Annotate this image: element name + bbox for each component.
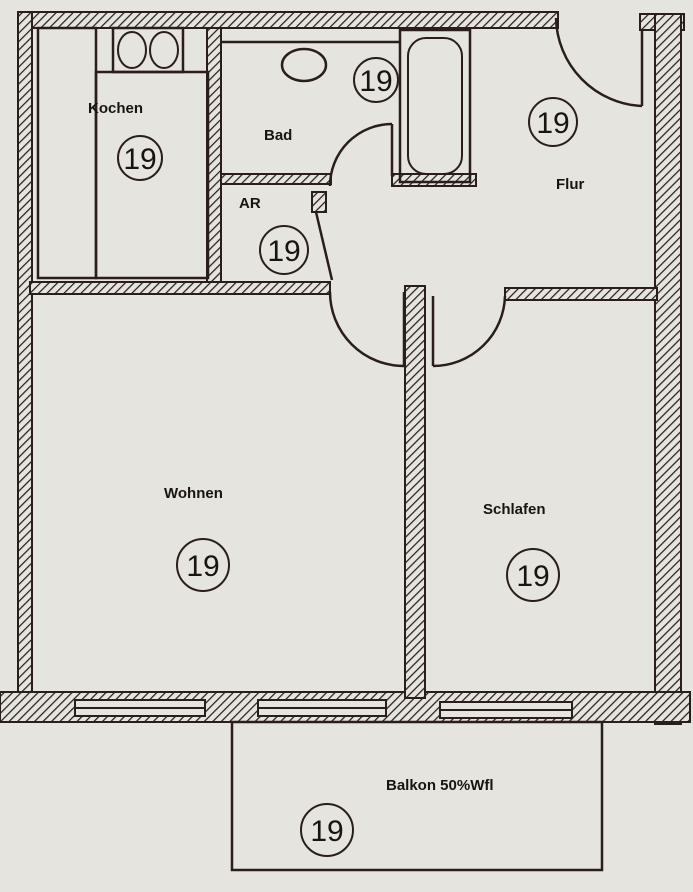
room-number-circle [506,548,560,602]
exterior-walls [0,11,691,725]
bath-fixtures [221,28,472,184]
room-label-wohnen: Wohnen [164,485,223,502]
room-number-kochen: 19 [123,143,156,176]
room-number-bad: 19 [359,65,392,98]
room-number-circle [259,225,309,275]
room-label-flur: Flur [556,176,584,193]
doors [328,17,644,368]
kitchen-counter [36,26,210,280]
room-label-schlafen: Schlafen [483,501,546,518]
room-label-balkon: Balkon 50%Wfl [386,777,494,794]
interior-walls [29,27,658,699]
room-number-circle [176,538,230,592]
room-number-circle [353,57,399,103]
room-number-flur: 19 [536,107,569,140]
room-number-balkon: 19 [310,815,343,848]
room-number-circle [300,803,354,857]
room-number-circle [117,135,163,181]
balcony-outline [230,720,604,872]
room-number-schlafen: 19 [516,560,549,593]
room-label-kochen: Kochen [88,100,143,117]
room-number-circle [528,97,578,147]
room-number-ar: 19 [267,235,300,268]
room-number-wohnen: 19 [186,550,219,583]
room-label-ar: AR [239,195,261,212]
windows [74,699,573,719]
room-label-bad: Bad [264,127,292,144]
